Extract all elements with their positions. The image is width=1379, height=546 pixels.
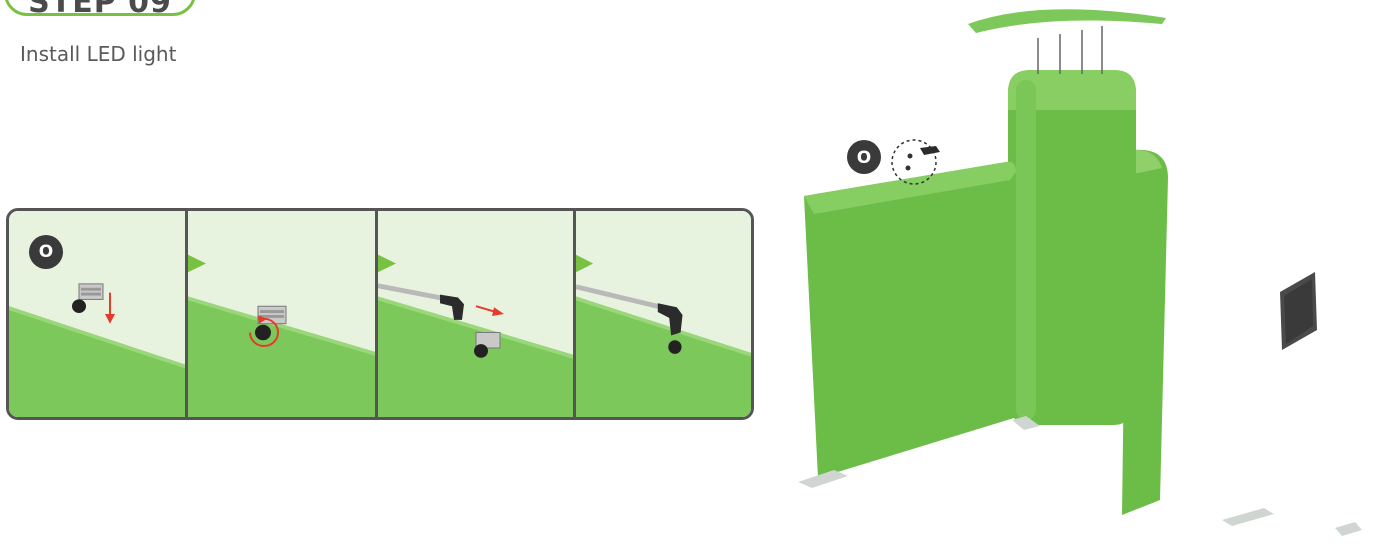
detail-panels: O	[6, 208, 754, 420]
step-badge: STEP 09	[4, 0, 196, 20]
panel-2-illustration	[188, 211, 375, 417]
clamp-icon	[474, 331, 501, 358]
led-connector	[440, 294, 464, 320]
instruction-text: Install LED light	[20, 42, 177, 66]
play-triangle-icon	[188, 254, 206, 273]
left-wall	[804, 161, 1016, 478]
right-arrow-icon	[475, 305, 497, 313]
clamp-icon	[72, 283, 104, 314]
detail-panel-3	[375, 211, 573, 417]
panel-3-illustration	[378, 211, 573, 417]
clamp-knob	[668, 340, 682, 354]
marker-label: O	[38, 242, 54, 262]
detail-panel-1: O	[9, 211, 185, 417]
led-connector	[657, 303, 683, 336]
play-triangle-icon	[378, 254, 396, 273]
tower	[1008, 70, 1136, 425]
display-stand-illustration: O	[790, 0, 1379, 542]
play-triangle-icon	[576, 254, 594, 273]
marker-badge: O	[29, 235, 63, 269]
marker-badge-scene	[847, 140, 881, 174]
detail-panel-2	[185, 211, 375, 417]
foot	[798, 470, 848, 488]
panel-1-illustration	[9, 211, 185, 417]
led-bar	[576, 284, 663, 310]
marker-label-scene: O	[857, 148, 871, 168]
led-bar	[378, 283, 445, 301]
panel-4-illustration	[576, 211, 751, 417]
step-label: STEP 09	[28, 0, 172, 20]
rotate-arrow-icon	[249, 317, 279, 347]
canopy	[968, 9, 1166, 33]
detail-callout-circle	[891, 139, 937, 185]
display-stand-svg: O	[798, 9, 1362, 536]
detail-panel-4	[573, 211, 751, 417]
